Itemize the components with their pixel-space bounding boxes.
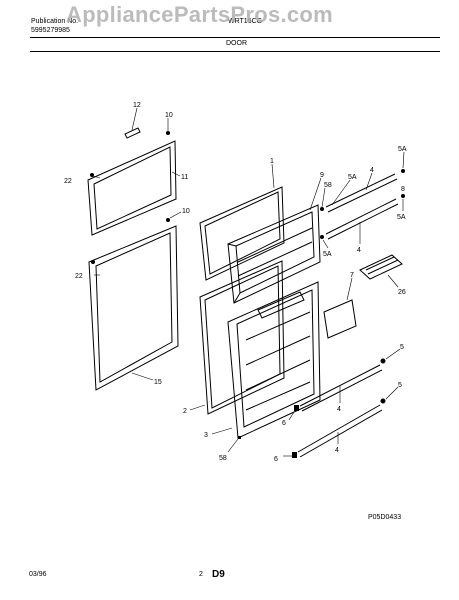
- screw-22b: [91, 260, 95, 264]
- callout-22-b: 22: [75, 273, 83, 280]
- callout-5A-d: 5A: [323, 251, 332, 258]
- end-cap-5A: [401, 169, 405, 173]
- callout-9: 9: [320, 172, 324, 179]
- model-number: WRT16CG: [228, 18, 263, 25]
- publication-label: Publication No.: [31, 18, 79, 25]
- fresh-food-door-liner: [199, 260, 285, 415]
- callout-15: 15: [154, 379, 162, 386]
- callout-11: 11: [181, 174, 188, 181]
- callout-22: 22: [64, 178, 72, 185]
- end-cap-5: [380, 358, 386, 364]
- callout-5: 5: [400, 344, 404, 351]
- callout-5A-c: 5A: [397, 214, 406, 221]
- end-cap-6-b: [292, 452, 297, 458]
- header-rule: [30, 37, 440, 38]
- callout-2: 2: [183, 408, 187, 415]
- callout-3: 3: [204, 432, 208, 439]
- callout-5-b: 5: [398, 382, 402, 389]
- callout-10: 10: [165, 112, 173, 119]
- fresh-food-door-panel: [227, 281, 321, 439]
- screw-10b: [166, 218, 170, 222]
- footer-code: D9: [212, 569, 225, 580]
- callout-4-b: 4: [357, 247, 361, 254]
- callout-12: 12: [133, 102, 141, 109]
- callout-5A-b: 5A: [398, 146, 407, 153]
- callout-4-d: 4: [335, 447, 339, 454]
- callout-8: 8: [401, 186, 405, 193]
- screw-10a: [166, 131, 170, 135]
- egg-tray: [359, 254, 403, 280]
- callout-10-b: 10: [182, 208, 190, 215]
- callout-58: 58: [324, 182, 332, 189]
- end-cap-5A-c: [320, 235, 324, 239]
- callout-1: 1: [270, 158, 274, 165]
- callout-4-c: 4: [337, 406, 341, 413]
- end-cap-5A-b: [401, 194, 405, 198]
- figure-id: P05D0433: [368, 514, 401, 521]
- freezer-door-liner: [199, 186, 285, 281]
- door-shelf-bar-upper: [325, 173, 398, 213]
- door-rack-bar-1: [299, 364, 383, 412]
- section-title: DOOR: [226, 40, 247, 47]
- plug-58: [238, 436, 241, 439]
- callout-7: 7: [350, 272, 354, 279]
- callout-26: 26: [398, 289, 406, 296]
- section-rule: [30, 51, 440, 52]
- footer-page: 2: [199, 571, 203, 578]
- door-rack-bar-2: [297, 404, 383, 458]
- end-cap-5-b: [380, 398, 386, 404]
- callout-5A: 5A: [348, 174, 357, 181]
- callout-4: 4: [370, 167, 374, 174]
- callout-6: 6: [282, 420, 286, 427]
- footer-date: 03/96: [29, 571, 47, 578]
- publication-number: 5995279985: [31, 27, 70, 34]
- end-cap-58: [320, 207, 324, 211]
- end-cap-6: [294, 405, 299, 411]
- watermark-logo: AppliancePartsPros.com: [66, 2, 334, 27]
- freezer-door-panel: [227, 204, 321, 304]
- item-12-badge: [124, 127, 141, 139]
- dairy-door-bin: [323, 299, 357, 339]
- fresh-food-door-gasket: [88, 225, 179, 391]
- freezer-door-gasket: [87, 140, 177, 236]
- callout-6-b: 6: [274, 456, 278, 463]
- door-shelf-bar-lower: [325, 198, 399, 240]
- callout-58-b: 58: [219, 455, 227, 462]
